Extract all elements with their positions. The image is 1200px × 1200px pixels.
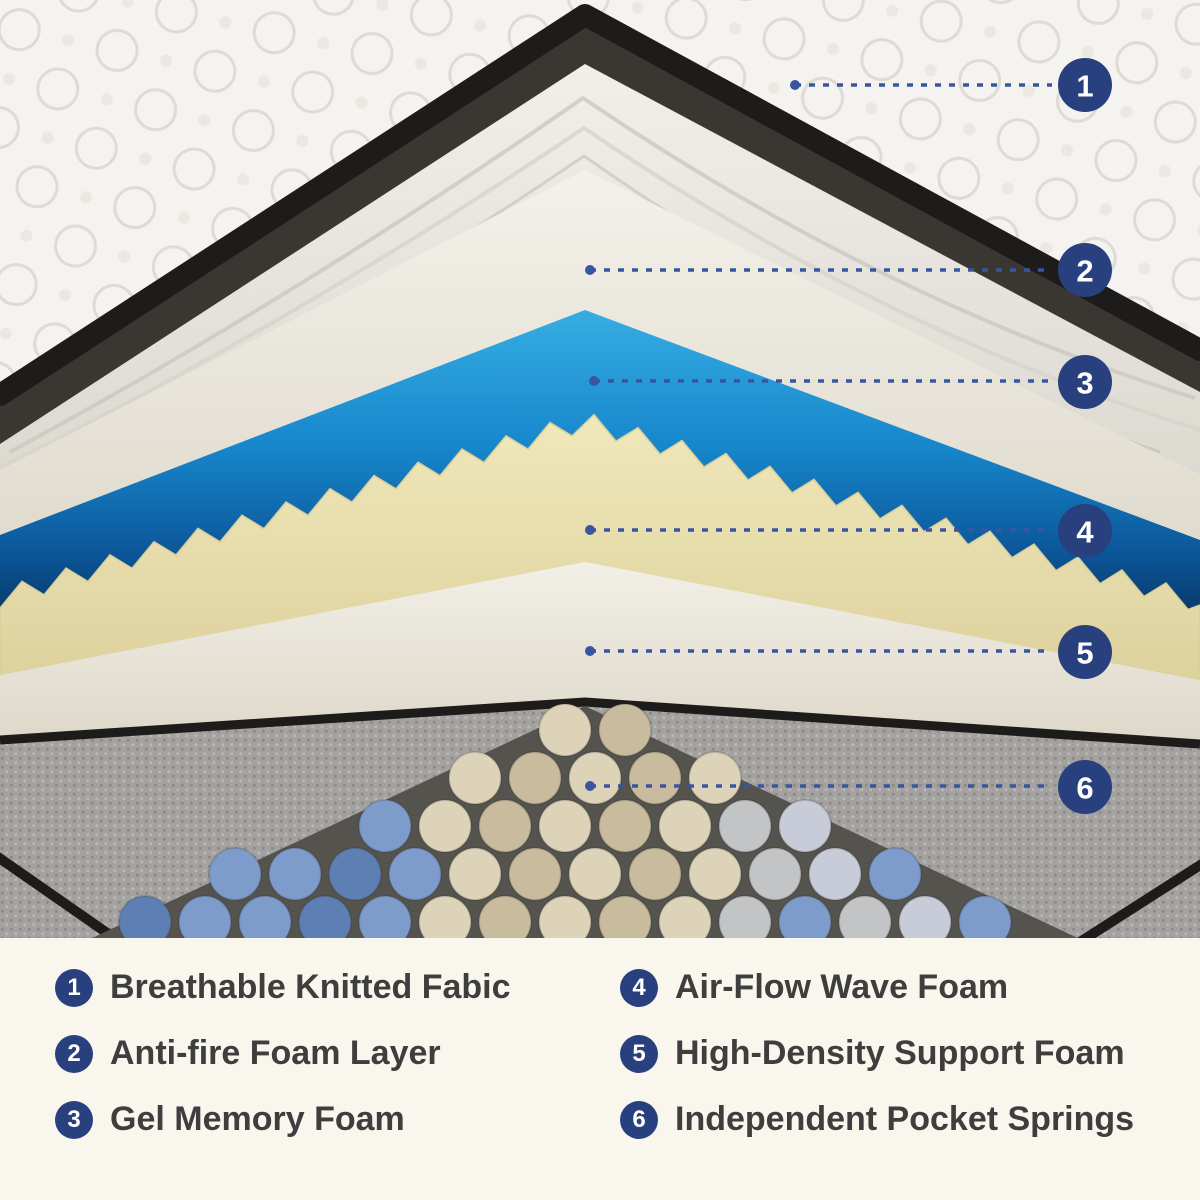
- legend-label-6: Independent Pocket Springs: [675, 1100, 1135, 1138]
- spring-coil: [598, 703, 652, 757]
- spring-coil: [418, 799, 472, 853]
- legend-bullet-4: 4: [620, 968, 658, 1007]
- callout-6-badge: [1058, 760, 1112, 814]
- legend-bullet-2: 2: [55, 1034, 93, 1073]
- callout-3-number: 3: [1076, 366, 1093, 401]
- cover-shadow-band: [0, 25, 1200, 444]
- spring-coil: [538, 703, 592, 757]
- callout-3: 3: [589, 355, 1112, 409]
- layer-1-binding-edge: [0, 4, 1200, 406]
- callout-4-badge: [1058, 504, 1112, 558]
- spring-coil: [538, 799, 592, 853]
- layer-3-gel-memory-foam: [0, 310, 1200, 612]
- spring-coil: [448, 751, 502, 805]
- callout-2-number: 2: [1076, 254, 1093, 289]
- spring-coil: [178, 895, 232, 940]
- spring-coil: [448, 847, 502, 901]
- callout-4: 4: [585, 504, 1112, 558]
- spring-coils: [118, 703, 1012, 940]
- spring-coil: [118, 895, 172, 940]
- spring-coil: [358, 895, 412, 940]
- spring-coil: [568, 751, 622, 805]
- legend-item-4: 4 Air-Flow Wave Foam: [620, 968, 1134, 1007]
- callout-2-badge: [1058, 243, 1112, 297]
- spring-coil: [508, 751, 562, 805]
- spring-coil: [208, 847, 262, 901]
- callout-1: 1: [790, 58, 1112, 112]
- callout-1-number: 1: [1076, 69, 1093, 104]
- spring-coil: [418, 895, 472, 940]
- spring-coil: [568, 847, 622, 901]
- spring-coil: [268, 847, 322, 901]
- legend: 1 Breathable Knitted Fabic 2 Anti-fire F…: [0, 938, 1200, 1200]
- callout-4-number: 4: [1076, 515, 1094, 550]
- spring-coil: [748, 847, 802, 901]
- spring-coil: [898, 895, 952, 940]
- spring-coil: [808, 847, 862, 901]
- spring-coil: [868, 847, 922, 901]
- spring-coil: [598, 799, 652, 853]
- legend-label-2: Anti-fire Foam Layer: [110, 1034, 441, 1072]
- callout-2: 2: [585, 243, 1112, 297]
- legend-bullet-5: 5: [620, 1034, 658, 1073]
- legend-bullet-3: 3: [55, 1100, 93, 1139]
- spring-coil: [658, 799, 712, 853]
- legend-bullet-6: 6: [620, 1100, 658, 1139]
- spring-coil: [478, 799, 532, 853]
- callout-5: 5: [585, 625, 1112, 679]
- legend-column-right: 4 Air-Flow Wave Foam 5 High-Density Supp…: [620, 968, 1134, 1200]
- spring-coil: [508, 847, 562, 901]
- spring-coil: [628, 751, 682, 805]
- spring-coil: [238, 895, 292, 940]
- spring-coil: [478, 895, 532, 940]
- spring-coil: [688, 751, 742, 805]
- layer-4-wave-foam: [0, 413, 1200, 681]
- legend-label-5: High-Density Support Foam: [675, 1034, 1125, 1072]
- legend-label-4: Air-Flow Wave Foam: [675, 968, 1009, 1006]
- legend-label-3: Gel Memory Foam: [110, 1100, 405, 1138]
- legend-item-3: 3 Gel Memory Foam: [55, 1100, 620, 1139]
- spring-coil: [958, 895, 1012, 940]
- legend-item-1: 1 Breathable Knitted Fabic: [55, 968, 620, 1007]
- spring-coil: [388, 847, 442, 901]
- callout-1-badge: [1058, 58, 1112, 112]
- spring-coil: [688, 847, 742, 901]
- callout-3-badge: [1058, 355, 1112, 409]
- spring-coil: [358, 799, 412, 853]
- spring-coil: [838, 895, 892, 940]
- spring-coil: [298, 895, 352, 940]
- legend-label-1: Breathable Knitted Fabic: [110, 968, 511, 1006]
- legend-item-5: 5 High-Density Support Foam: [620, 1034, 1134, 1073]
- spring-coil: [778, 799, 832, 853]
- layer-1-quilted-cover: [0, 0, 1200, 395]
- mattress-illustration: 1 2 3 4 5 6: [0, 0, 1200, 940]
- spring-coil: [598, 895, 652, 940]
- legend-item-2: 2 Anti-fire Foam Layer: [55, 1034, 620, 1073]
- layer-5-support-foam: [0, 562, 1200, 742]
- spring-coil: [658, 895, 712, 940]
- legend-column-left: 1 Breathable Knitted Fabic 2 Anti-fire F…: [55, 968, 620, 1200]
- legend-item-6: 6 Independent Pocket Springs: [620, 1100, 1134, 1139]
- callout-5-number: 5: [1076, 636, 1093, 671]
- spring-coil: [778, 895, 832, 940]
- spring-coil: [718, 895, 772, 940]
- legend-bullet-1: 1: [55, 968, 93, 1007]
- callout-6: 6: [585, 760, 1112, 814]
- spring-coil: [718, 799, 772, 853]
- pocket-springs: [87, 703, 1083, 940]
- spring-coil: [538, 895, 592, 940]
- layer-2-antifire-foam: [0, 170, 1200, 540]
- callout-5-badge: [1058, 625, 1112, 679]
- spring-coil: [628, 847, 682, 901]
- spring-coil: [328, 847, 382, 901]
- callout-6-number: 6: [1076, 771, 1093, 806]
